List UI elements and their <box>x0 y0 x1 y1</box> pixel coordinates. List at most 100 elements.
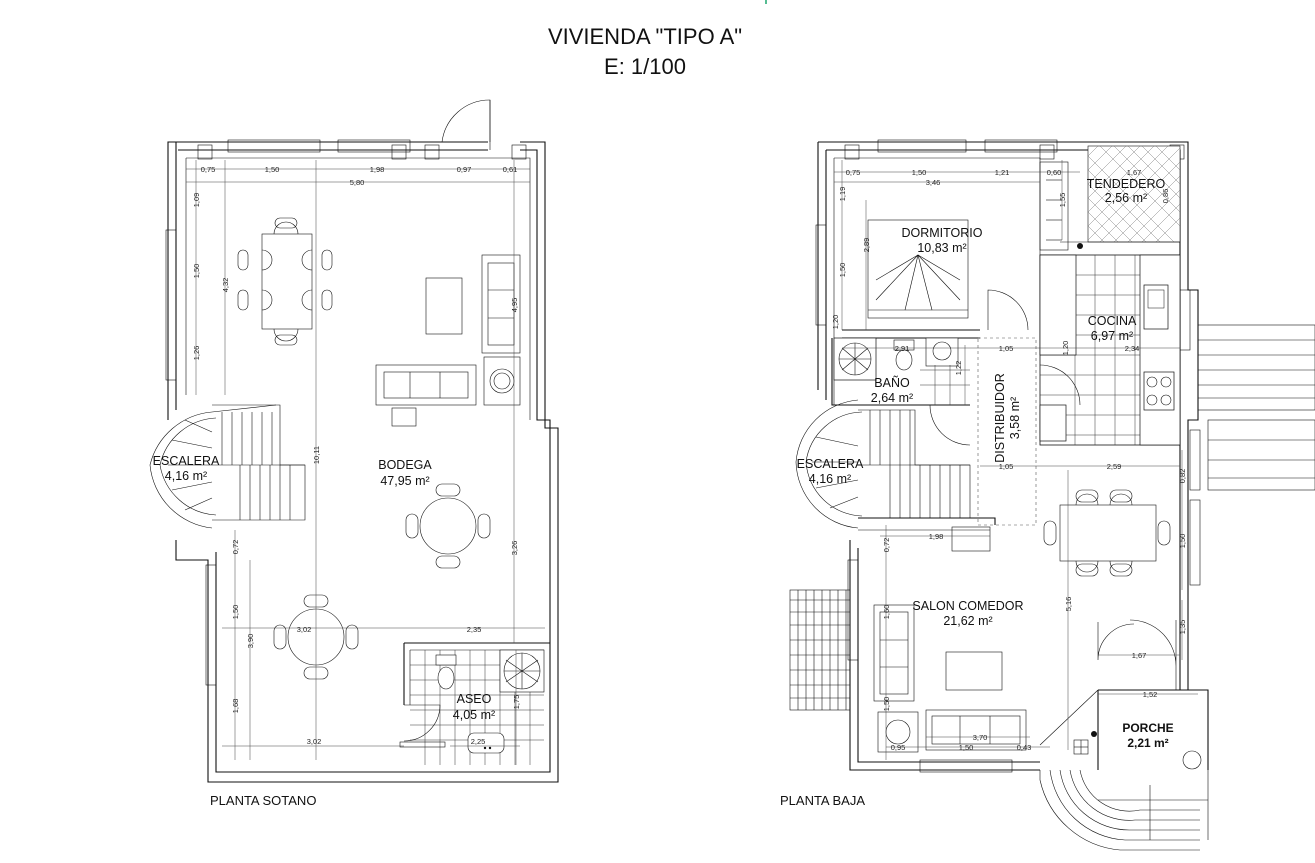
dim-sotano-326: 3,26 <box>510 541 519 556</box>
dim-baja-072: 0,72 <box>882 538 891 553</box>
dim-baja-150b: 1,50 <box>838 263 847 278</box>
dim-sotano-390: 3,90 <box>246 634 255 649</box>
dim-sotano-198: 1,98 <box>370 165 385 174</box>
dim-sotano-432: 4,32 <box>221 278 230 293</box>
tendedero-hatch <box>1060 145 1181 243</box>
room-name-distribuidor: DISTRIBUIDOR <box>993 373 1007 463</box>
room-name-salon: SALON COMEDOR <box>912 599 1023 613</box>
dim-baja-291: 2,91 <box>895 344 910 353</box>
dim-baja-119: 1,19 <box>838 187 847 202</box>
plan-label-baja: PLANTA BAJA <box>780 793 865 808</box>
dim-baja-167b: 1,67 <box>1132 651 1147 660</box>
drawing-title: VIVIENDA "TIPO A" <box>548 24 742 49</box>
exterior-steps-right <box>1197 324 1315 491</box>
dim-baja-234: 2,34 <box>1125 344 1140 353</box>
dim-sotano-150b: 1,50 <box>192 264 201 279</box>
dim-sotano-150a: 1,50 <box>265 165 280 174</box>
dim-baja-105a: 1,05 <box>999 344 1014 353</box>
room-area-dormitorio: 10,83 m² <box>917 241 966 255</box>
room-area-bano: 2,64 m² <box>871 391 913 405</box>
dim-baja-155: 1,55 <box>1058 193 1067 208</box>
room-name-bano: BAÑO <box>874 376 910 390</box>
dim-baja-150a: 1,50 <box>912 168 927 177</box>
dim-baja-135: 1,35 <box>1178 620 1187 635</box>
dim-sotano-072: 0,72 <box>231 540 240 555</box>
room-name-cocina: COCINA <box>1088 314 1137 328</box>
coffee-table-sotano <box>425 277 463 335</box>
dim-sotano-150c: 1,50 <box>231 605 240 620</box>
stair-sotano <box>149 404 306 529</box>
dim-baja-105b: 1,05 <box>999 462 1014 471</box>
dim-sotano-1011: 10,11 <box>312 446 321 464</box>
bed-dormitorio <box>867 219 969 319</box>
stair-baja <box>795 399 996 529</box>
dim-baja-150e: 1,50 <box>959 743 974 752</box>
room-name-bodega: BODEGA <box>378 458 432 472</box>
sofa-left-salon <box>873 604 915 702</box>
dim-sotano-075: 0,75 <box>201 165 216 174</box>
dim-baja-121: 1,21 <box>995 168 1010 177</box>
dim-sotano-302b: 3,02 <box>307 737 322 746</box>
desk-salon <box>858 526 991 552</box>
room-name-porche: PORCHE <box>1122 721 1173 735</box>
dim-baja-259: 2,59 <box>1107 462 1122 471</box>
dim-sotano-225: 2,25 <box>471 737 486 746</box>
dim-sotano-168: 1,68 <box>231 699 240 714</box>
plan-baja: 0,75 1,50 1,21 0,60 1,67 3,46 1,19 2,89 … <box>780 139 1315 851</box>
room-area-escalera-baja: 4,16 m² <box>809 472 851 486</box>
dim-sotano-495: 4,95 <box>510 298 519 313</box>
dim-baja-075: 0,75 <box>846 168 861 177</box>
dim-sotano-109: 1,09 <box>192 193 201 208</box>
drawing-scale: E: 1/100 <box>604 54 686 79</box>
porche-baja <box>1039 619 1209 851</box>
dim-baja-150c: 1,50 <box>1178 534 1187 549</box>
dim-baja-150d: 1,50 <box>882 697 891 712</box>
room-area-distribuidor: 3,58 m² <box>1008 397 1022 439</box>
dim-baja-160: 1,60 <box>882 605 891 620</box>
dim-baja-120a: 1,20 <box>831 315 840 330</box>
aseo-sotano <box>399 642 550 765</box>
dim-sotano-302a: 3,02 <box>297 625 312 634</box>
dim-baja-370: 3,70 <box>973 733 988 742</box>
room-area-bodega: 47,95 m² <box>380 474 429 488</box>
room-area-aseo: 4,05 m² <box>453 708 495 722</box>
dim-baja-289: 2,89 <box>862 238 871 253</box>
dim-baja-086: 0,86 <box>1161 189 1170 204</box>
room-area-tendedero: 2,56 m² <box>1105 191 1147 205</box>
dim-baja-516: 5,16 <box>1064 597 1073 612</box>
dim-baja-122: 1,22 <box>954 361 963 376</box>
room-area-salon: 21,62 m² <box>943 614 992 628</box>
dim-sotano-097: 0,97 <box>457 165 472 174</box>
dim-sotano-580: 5,80 <box>350 178 365 187</box>
wardrobe-dormitorio <box>1039 161 1069 251</box>
exterior-steps-left <box>789 589 851 711</box>
room-area-escalera-sotano: 4,16 m² <box>165 469 207 483</box>
dim-sotano-126: 1,26 <box>192 346 201 361</box>
room-name-escalera-sotano: ESCALERA <box>153 454 220 468</box>
dining-table-sotano <box>237 217 333 346</box>
plan-label-sotano: PLANTA SOTANO <box>210 793 316 808</box>
bano-baja <box>831 337 971 446</box>
dim-baja-152: 1,52 <box>1143 690 1158 699</box>
room-name-tendedero: TENDEDERO <box>1087 177 1166 191</box>
room-name-dormitorio: DORMITORIO <box>901 226 982 240</box>
sofa-bottom-sotano <box>375 364 477 427</box>
room-area-porche: 2,21 m² <box>1127 736 1168 750</box>
room-name-escalera-baja: ESCALERA <box>797 457 864 471</box>
coffee-table-salon <box>945 651 1003 691</box>
dim-baja-346: 3,46 <box>926 178 941 187</box>
dim-baja-060: 0,60 <box>1047 168 1062 177</box>
room-name-aseo: ASEO <box>457 692 492 706</box>
dim-baja-095: 0,95 <box>891 743 906 752</box>
dim-sotano-235: 2,35 <box>467 625 482 634</box>
dim-baja-082: 0,82 <box>1178 469 1187 484</box>
plan-sotano: 0,75 1,50 1,98 0,97 0,61 5,80 1,09 1,50 … <box>149 99 559 808</box>
dim-baja-120b: 1,20 <box>1061 341 1070 356</box>
dim-baja-198: 1,98 <box>929 532 944 541</box>
dim-sotano-061: 0,61 <box>503 165 518 174</box>
sofa-bottom-salon <box>925 709 1027 751</box>
cocina-baja <box>1039 254 1181 446</box>
room-area-cocina: 6,97 m² <box>1091 329 1133 343</box>
dim-baja-043: 0,43 <box>1017 743 1032 752</box>
